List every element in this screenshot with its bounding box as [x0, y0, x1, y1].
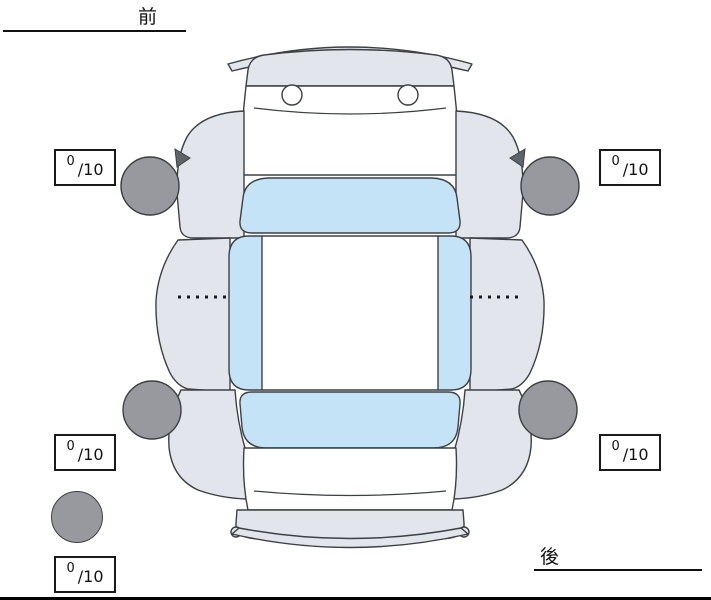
front-label: 前	[138, 6, 157, 28]
spare-tire-icon	[51, 491, 103, 543]
tire-score-front-right-max: /10	[622, 160, 649, 179]
tire-score-front-right-value: 0	[611, 154, 620, 169]
side-mirror-right-icon	[509, 148, 526, 168]
hood-circle-right	[397, 84, 419, 106]
hood-circle-left	[281, 84, 303, 106]
tire-score-front-left-value: 0	[66, 154, 75, 169]
tire-score-rear-right-max: /10	[622, 445, 649, 464]
door-panel-right	[469, 237, 545, 393]
tire-rear-right-icon	[518, 380, 578, 440]
tire-score-rear-left: 0 /10	[54, 434, 116, 471]
rear-label-text: 後	[540, 546, 560, 568]
tire-front-right-icon	[520, 156, 580, 216]
tire-score-spare: 0 /10	[54, 556, 116, 593]
tire-score-front-left: 0 /10	[54, 149, 116, 186]
tire-score-front-right: 0 /10	[599, 149, 661, 186]
front-label-underline	[3, 30, 186, 32]
rear-label-underline	[534, 569, 702, 571]
tire-score-rear-left-max: /10	[77, 445, 104, 464]
tire-score-rear-left-value: 0	[66, 439, 75, 454]
rear-window-glass	[239, 391, 461, 449]
side-window-left	[228, 235, 263, 391]
side-window-right	[437, 235, 472, 391]
roof-panel	[257, 235, 443, 391]
front-label-text: 前	[138, 6, 158, 28]
tire-score-rear-right: 0 /10	[599, 434, 661, 471]
tire-score-front-left-max: /10	[77, 160, 104, 179]
tire-rear-left-icon	[122, 380, 182, 440]
hood-panel	[239, 85, 461, 176]
front-fender-right	[455, 110, 524, 239]
side-mirror-left-icon	[174, 148, 191, 168]
trunk-seam-line	[253, 490, 447, 497]
tire-score-spare-value: 0	[66, 561, 75, 576]
bottom-frame-line	[0, 597, 711, 600]
trunk-panel	[242, 447, 458, 511]
tire-front-left-icon	[120, 156, 180, 216]
front-fender-left	[176, 110, 245, 239]
front-bumper	[245, 48, 455, 87]
tire-score-spare-max: /10	[77, 567, 104, 586]
hood-seam-line	[253, 107, 447, 115]
rear-label: 後	[540, 546, 559, 568]
door-panel-left	[155, 237, 231, 393]
rear-spoiler	[231, 527, 469, 549]
windshield-glass	[239, 177, 461, 234]
tire-score-rear-right-value: 0	[611, 439, 620, 454]
